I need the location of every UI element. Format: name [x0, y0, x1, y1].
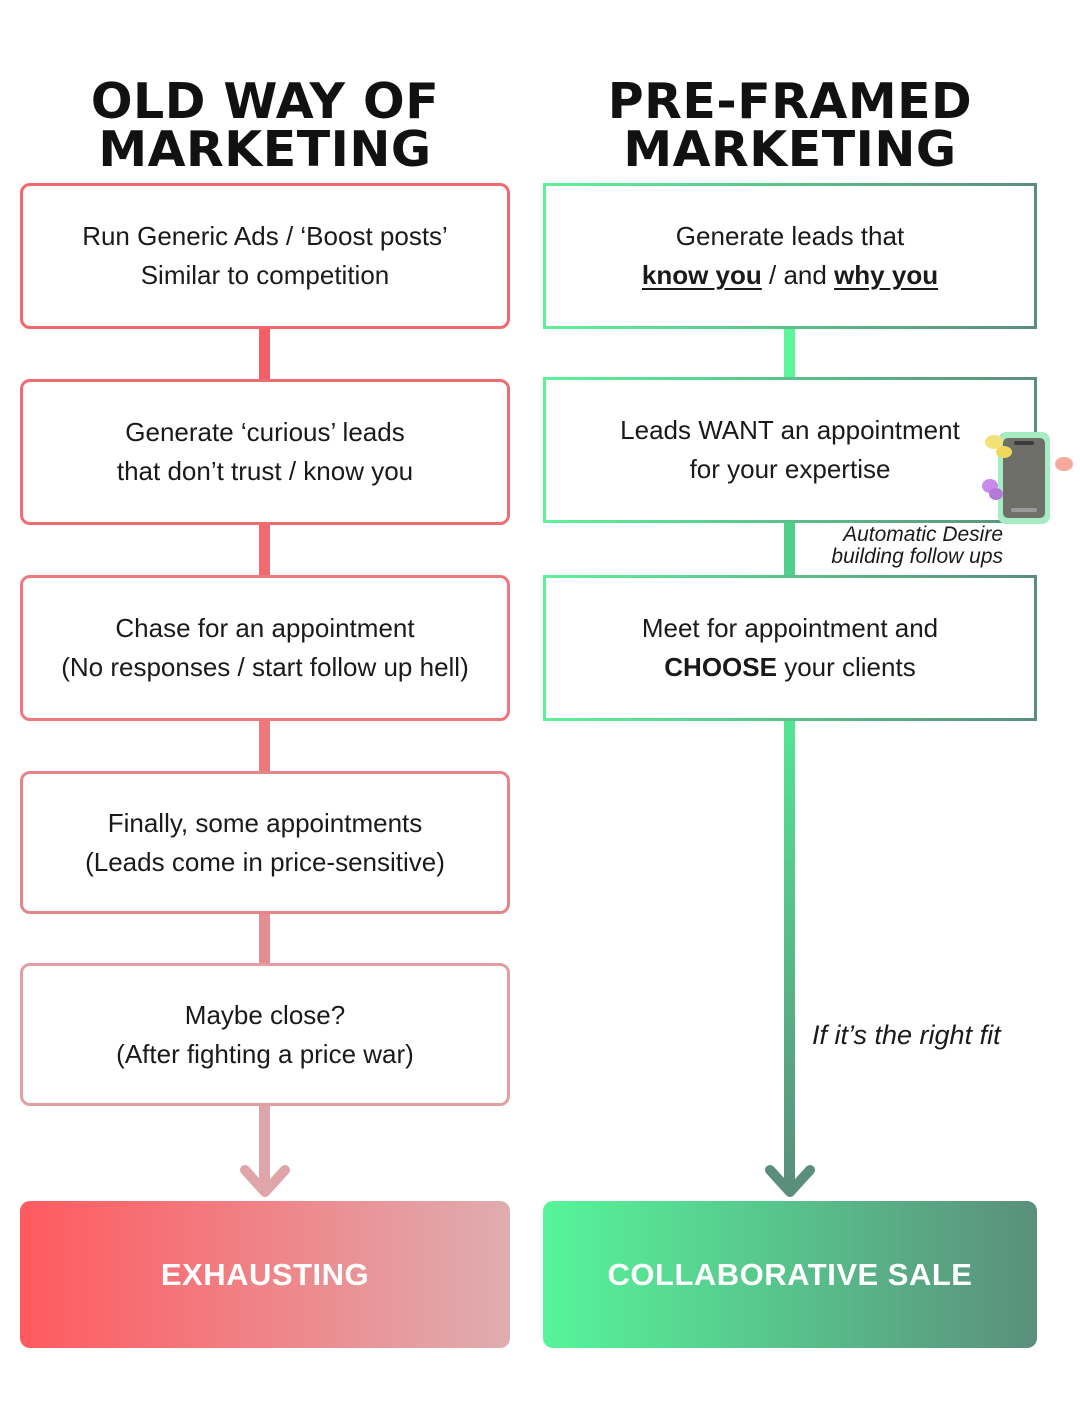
left-connector-3: [259, 721, 270, 772]
right-connector-3: [784, 720, 795, 1185]
right-column-title: PRE-FRAMED MARKETING: [530, 73, 1050, 178]
left-step-5-line2: (After fighting a price war): [116, 1038, 414, 1069]
left-step-3-line1: Chase for an appointment: [115, 613, 415, 643]
right-step-1-line1: Generate leads that: [675, 221, 905, 251]
left-connector-4: [259, 913, 270, 964]
right-arrow-head-icon: [765, 1165, 815, 1197]
and-text: / and: [761, 260, 835, 290]
right-step-2-line1: Leads WANT an appointment: [620, 415, 960, 445]
your-clients-text: your clients: [776, 652, 916, 682]
right-step-1-line2: know you / and why you: [642, 256, 938, 295]
right-step-2: Leads WANT an appointment for your exper…: [543, 377, 1037, 523]
right-fit-note: If it’s the right fit: [812, 1020, 1001, 1050]
right-connector-2: [784, 522, 795, 577]
left-step-2: Generate ‘curious’ leads that don’t trus…: [20, 379, 510, 525]
left-step-1-line1: Run Generic Ads / ‘Boost posts’: [82, 221, 448, 251]
left-step-2-line1: Generate ‘curious’ leads: [125, 417, 405, 447]
why-you-text: why you: [834, 260, 939, 290]
followups-note-line1: Automatic Desire: [843, 523, 1003, 546]
left-step-5-line1: Maybe close?: [184, 999, 346, 1030]
collaborative-sale-result: COLLABORATIVE SALE: [543, 1201, 1037, 1348]
right-step-1: Generate leads that know you / and why y…: [543, 183, 1037, 329]
exhausting-result: EXHAUSTING: [20, 1201, 510, 1348]
left-step-1: Run Generic Ads / ‘Boost posts’ Similar …: [20, 183, 510, 329]
followups-note-line2: building follow ups: [831, 545, 1003, 568]
followups-note: Automatic Desire building follow ups: [810, 524, 1003, 568]
left-arrow-head-icon: [240, 1165, 290, 1197]
right-title-line2: MARKETING: [623, 121, 957, 178]
left-step-1-line2: Similar to competition: [140, 260, 390, 290]
right-connector-1: [784, 329, 795, 378]
left-connector-1: [259, 329, 270, 380]
left-connector-2: [259, 525, 270, 576]
right-step-3-line1: Meet for appointment and: [641, 613, 939, 643]
know-you-text: know you: [641, 260, 762, 290]
left-step-4-line2: (Leads come in price-sensitive): [85, 846, 445, 877]
left-step-4-line1: Finally, some appointments: [107, 807, 423, 838]
left-step-4: Finally, some appointments (Leads come i…: [20, 771, 510, 914]
choose-text: CHOOSE: [664, 652, 777, 682]
left-title-line1: OLD WAY OF: [90, 73, 440, 130]
left-step-5: Maybe close? (After fighting a price war…: [20, 963, 510, 1106]
left-title-line2: MARKETING: [98, 121, 432, 178]
right-step-3: Meet for appointment and CHOOSE your cli…: [543, 575, 1037, 721]
left-connector-5: [259, 1105, 270, 1185]
left-column-title: OLD WAY OF MARKETING: [5, 73, 525, 178]
right-step-2-line2: for your expertise: [689, 454, 891, 484]
left-step-3-line2: (No responses / start follow up hell): [61, 652, 469, 682]
right-step-3-line2: CHOOSE your clients: [664, 648, 915, 687]
left-step-3: Chase for an appointment (No responses /…: [20, 575, 510, 721]
left-step-2-line2: that don’t trust / know you: [116, 456, 414, 486]
smartphone-with-chat-bubbles-icon: [982, 432, 1073, 524]
right-title-line1: PRE-FRAMED: [607, 73, 973, 130]
